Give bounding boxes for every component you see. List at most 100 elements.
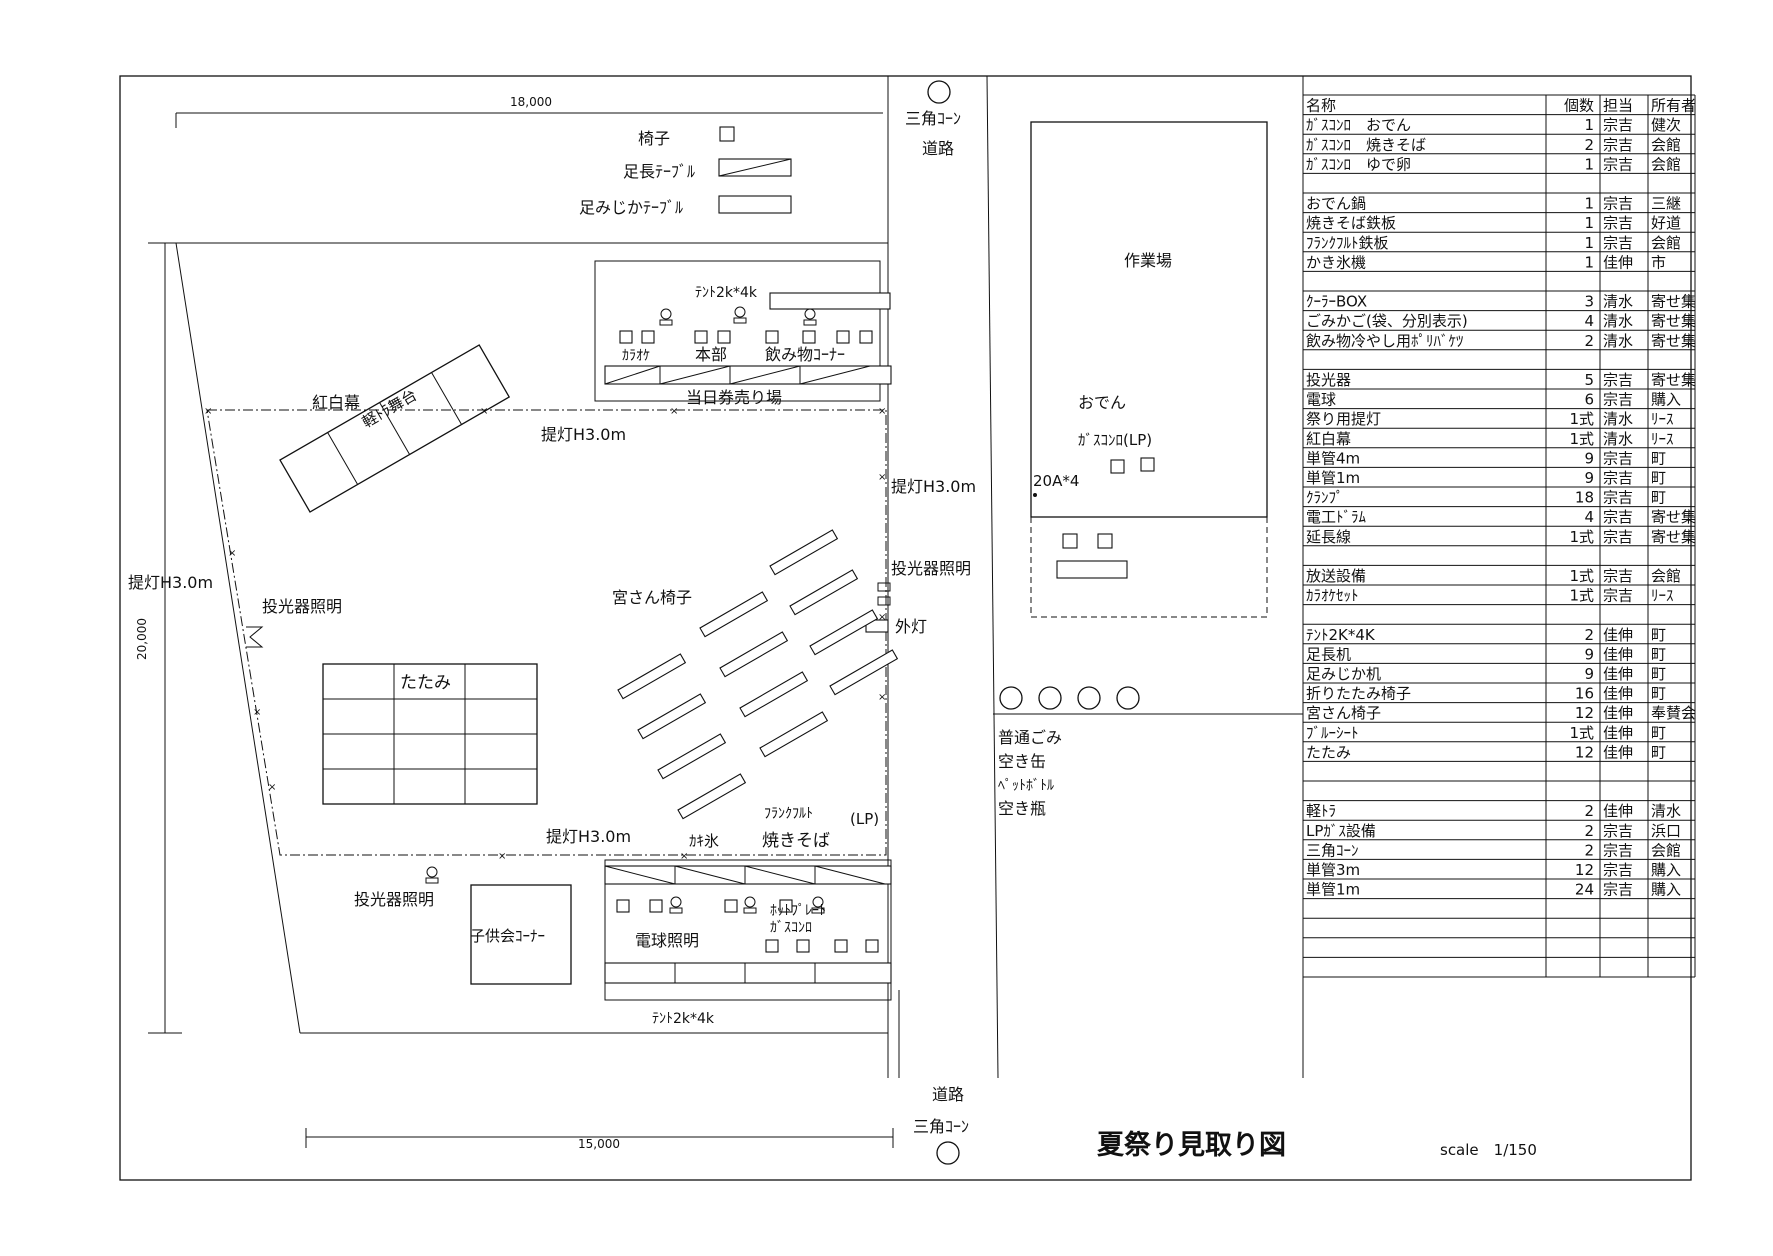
- table-cell: 1式: [1569, 528, 1594, 546]
- table-cell: 延長線: [1306, 528, 1351, 546]
- tent-top: [594, 260, 881, 402]
- table-cell: 町: [1651, 626, 1666, 644]
- honbu-label: 本部: [695, 345, 727, 364]
- table-cell: 清水: [1603, 312, 1633, 330]
- site-boundary-left: [175, 242, 301, 1034]
- flood-right-label: 投光器照明: [891, 559, 971, 578]
- table-cell: 2: [1584, 626, 1594, 644]
- table-cell: 宗吉: [1603, 449, 1633, 467]
- table-cell: 4: [1584, 312, 1594, 330]
- tent-top-persons: [659, 306, 817, 326]
- gas-stove-label: ｶﾞｽｺﾝﾛ: [770, 920, 812, 936]
- table-cell: 町: [1651, 469, 1666, 487]
- table-cell: 宗吉: [1603, 841, 1633, 859]
- drinks-label: 飲み物ｺｰﾅｰ: [765, 345, 845, 364]
- table-cell: LPｶﾞｽ設備: [1306, 822, 1376, 840]
- table-cell: 佳伸: [1603, 724, 1633, 742]
- table-cell: 宗吉: [1603, 234, 1633, 252]
- table-cell: 佳伸: [1603, 645, 1633, 663]
- table-cell: 9: [1584, 665, 1594, 683]
- table-cell: 寄せ集: [1651, 508, 1696, 526]
- table-cell: 1: [1584, 234, 1594, 252]
- table-cell: 単管3m: [1306, 861, 1360, 879]
- lantern-right-label: 提灯H3.0m: [891, 477, 976, 496]
- table-cell: 佳伸: [1603, 802, 1633, 820]
- table-cell: 佳伸: [1603, 253, 1633, 271]
- frankfurt-label: ﾌﾗﾝｸﾌﾙﾄ: [764, 806, 813, 822]
- table-cell: 2: [1584, 332, 1594, 350]
- legend-chair-icon: [719, 126, 735, 142]
- lp-label: (LP): [850, 810, 879, 828]
- table-cell: ﾃﾝﾄ2K*4K: [1306, 626, 1376, 644]
- table-cell: たたみ: [1306, 743, 1351, 761]
- table-cell: 放送設備: [1306, 567, 1366, 585]
- table-cell: 4: [1584, 508, 1594, 526]
- miyasan-chairs-label: 宮さん椅子: [612, 588, 692, 607]
- table-header-cell: 名称: [1306, 97, 1336, 115]
- workplace-chair-2: [1097, 533, 1113, 549]
- workplace-label: 作業場: [1124, 251, 1172, 270]
- table-cell: 好道: [1651, 214, 1681, 232]
- flood-left-label: 投光器照明: [262, 597, 342, 616]
- table-cell: ごみかご(袋、分別表示): [1306, 312, 1468, 330]
- legend-short-table-icon: [718, 195, 792, 214]
- table-cell: ﾘｰｽ: [1651, 430, 1674, 448]
- tatami-label: たたみ: [400, 673, 451, 693]
- table-cell: 三角ｺｰﾝ: [1306, 841, 1359, 859]
- svg-text:×: ×: [680, 851, 688, 862]
- table-cell: 宗吉: [1603, 195, 1633, 213]
- pipe-label: 20A*4: [1033, 472, 1079, 490]
- table-cell: 町: [1651, 489, 1666, 507]
- table-cell: 宗吉: [1603, 371, 1633, 389]
- table-cell: 3: [1584, 293, 1594, 311]
- dim-left-label: 20,000: [135, 618, 149, 660]
- trash-general-label: 普通ごみ: [998, 728, 1062, 747]
- table-cell: 寄せ集: [1651, 293, 1696, 311]
- outdoor-light-icon: [865, 619, 889, 633]
- table-cell: 清水: [1603, 293, 1633, 311]
- table-cell: 寄せ集: [1651, 371, 1696, 389]
- table-cell: 宗吉: [1603, 528, 1633, 546]
- table-cell: 1: [1584, 155, 1594, 173]
- table-cell: 会館: [1651, 841, 1681, 859]
- table-cell: 町: [1651, 449, 1666, 467]
- tent-bottom-short-tables: [604, 962, 892, 984]
- flood-right-icon: [877, 582, 891, 606]
- lantern-top-label: 提灯H3.0m: [541, 425, 626, 444]
- lantern-line: [206, 409, 887, 856]
- table-cell: 足みじか机: [1306, 665, 1381, 683]
- trash-cans-label: 空き缶: [998, 752, 1046, 771]
- table-cell: 町: [1651, 724, 1666, 742]
- table-cell: 5: [1584, 371, 1594, 389]
- table-cell: 購入: [1651, 881, 1681, 899]
- road-bottom-label: 道路: [932, 1085, 964, 1104]
- miyasan-benches: [617, 529, 899, 820]
- table-cell: 会館: [1651, 155, 1681, 173]
- table-cell: 焼きそば鉄板: [1306, 214, 1396, 232]
- table-cell: ﾘｰｽ: [1651, 410, 1674, 428]
- svg-text:×: ×: [228, 548, 236, 559]
- table-cell: 宗吉: [1603, 116, 1633, 134]
- legend-chair-label: 椅子: [638, 129, 670, 148]
- table-cell: 24: [1575, 881, 1594, 899]
- table-cell: 宗吉: [1603, 587, 1633, 605]
- lantern-left-label: 提灯H3.0m: [128, 573, 213, 592]
- cone-bottom-label: 三角ｺｰﾝ: [913, 1117, 969, 1136]
- road-line-right: [986, 75, 999, 1079]
- tent-bottom-long-tables: [604, 865, 892, 885]
- tent-bottom-chairs: [616, 899, 879, 953]
- table-cell: 町: [1651, 743, 1666, 761]
- table-cell: 1式: [1569, 587, 1594, 605]
- table-cell: ｶﾞｽｺﾝﾛ ゆで卵: [1306, 155, 1411, 173]
- table-cell: 16: [1575, 685, 1594, 703]
- svg-text:×: ×: [204, 406, 212, 417]
- flood-bottom-icon: [425, 866, 439, 884]
- table-cell: 町: [1651, 645, 1666, 663]
- trash-bottles-label: 空き瓶: [998, 799, 1046, 818]
- svg-text:×: ×: [878, 692, 886, 703]
- table-cell: 市: [1651, 253, 1666, 271]
- table-cell: 宗吉: [1603, 214, 1633, 232]
- table-cell: 飲み物冷やし用ﾎﾟﾘﾊﾞｹﾂ: [1306, 332, 1464, 350]
- dim-bottom-label: 15,000: [578, 1137, 620, 1151]
